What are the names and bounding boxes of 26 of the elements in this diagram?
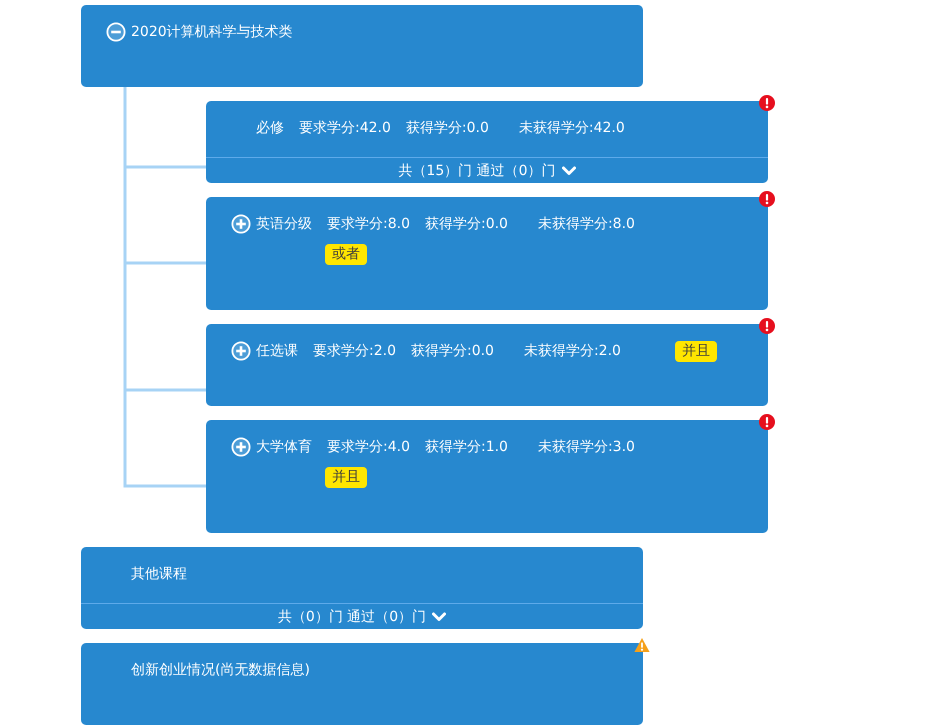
remaining-credits: 未获得学分:42.0 [518,119,625,138]
required-credits: 要求学分:8.0 [327,215,410,234]
earned-credits: 获得学分:0.0 [410,342,494,361]
course-group-name: 大学体育 [256,438,312,457]
required-credits: 要求学分:2.0 [313,342,396,361]
logic-tag: 并且 [325,467,367,488]
remaining-credits: 未获得学分:2.0 [524,342,621,361]
course-group-name: 必修 [256,119,284,138]
category-title: 2020计算机科学与技术类 [131,23,293,42]
required-credits: 要求学分:4.0 [327,438,410,457]
course-group-name: 任选课 [256,342,298,361]
earned-credits: 获得学分:0.0 [424,215,508,234]
remaining-credits: 未获得学分:3.0 [538,438,635,457]
section-title: 其他课程 [131,565,187,584]
logic-tag: 并且 [675,341,717,362]
earned-credits: 获得学分:1.0 [424,438,508,457]
section-card [81,547,643,629]
course-count-summary: 共（0）门 通过（0）门 [278,608,426,626]
earned-credits: 获得学分:0.0 [406,119,489,138]
course-count-summary: 共（15）门 通过（0）门 [398,162,556,180]
course-group-name: 英语分级 [256,215,312,234]
logic-tag: 或者 [325,244,367,265]
remaining-credits: 未获得学分:8.0 [538,215,635,234]
required-credits: 要求学分:42.0 [299,119,391,138]
section-title: 创新创业情况(尚无数据信息) [131,661,310,680]
category-card [81,5,643,87]
